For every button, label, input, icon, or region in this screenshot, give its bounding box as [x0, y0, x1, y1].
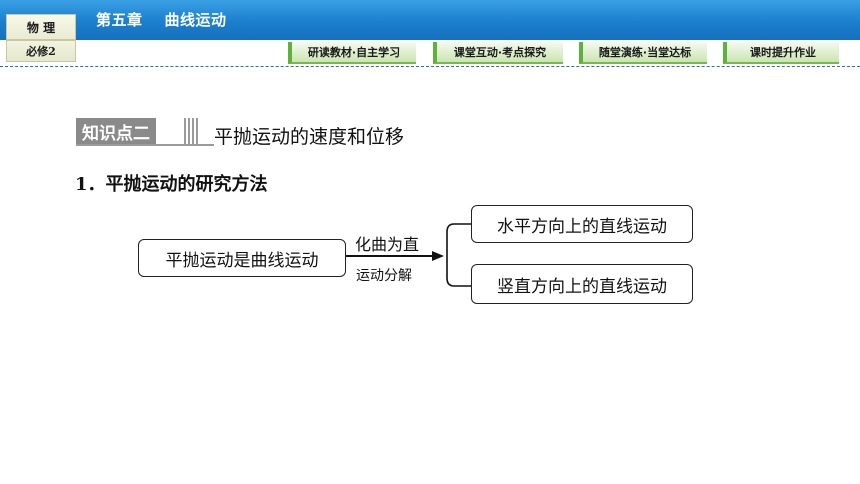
nav-label: 研读教材·自主学习: [307, 46, 401, 59]
arrow-label-bottom: 运动分解: [356, 268, 412, 284]
nav-button-interaction[interactable]: 课堂互动·考点探究: [433, 42, 563, 64]
knowledge-point-title: 平抛运动的速度和位移: [214, 126, 405, 148]
section-title: 1．平抛运动的研究方法: [75, 174, 268, 195]
badge-underline: [76, 144, 214, 146]
nav-label: 随堂演练·当堂达标: [598, 46, 692, 59]
arrow-label-top: 化曲为直: [355, 235, 420, 254]
decompose-arrowhead: [432, 251, 444, 261]
book-tab: 必修2: [6, 40, 76, 62]
vertical-motion-box: 竖直方向上的直线运动: [471, 264, 693, 304]
chapter-topic: 曲线运动: [164, 11, 227, 29]
nav-button-study[interactable]: 研读教材·自主学习: [288, 42, 416, 64]
nav-label: 课时提升作业: [750, 46, 816, 59]
badge-decoration: [184, 118, 200, 144]
branch-bracket: [446, 223, 471, 287]
nav-button-practice[interactable]: 随堂演练·当堂达标: [579, 42, 707, 64]
chapter-label: 第五章: [96, 11, 143, 29]
book-label: 必修2: [26, 45, 56, 58]
nav-button-homework[interactable]: 课时提升作业: [723, 42, 839, 64]
nav-label: 课堂互动·考点探究: [453, 46, 547, 59]
main-concept-box: 平抛运动是曲线运动: [138, 239, 346, 277]
chapter-title: 第五章 曲线运动: [96, 9, 227, 30]
horizontal-motion-box: 水平方向上的直线运动: [471, 205, 693, 243]
nav-row: 必修2 研读教材·自主学习 课堂互动·考点探究 随堂演练·当堂达标 课时提升作业: [0, 40, 860, 67]
subject-label: 物 理: [26, 20, 56, 35]
vertical-motion-text: 竖直方向上的直线运动: [497, 276, 667, 297]
knowledge-point-label: 知识点二: [82, 123, 150, 144]
horizontal-motion-text: 水平方向上的直线运动: [497, 216, 667, 237]
main-concept-text: 平抛运动是曲线运动: [165, 250, 319, 271]
header-bar: 物 理 第五章 曲线运动: [0, 0, 860, 40]
subject-tab: 物 理: [6, 14, 76, 40]
knowledge-point-badge: 知识点二: [76, 118, 156, 144]
